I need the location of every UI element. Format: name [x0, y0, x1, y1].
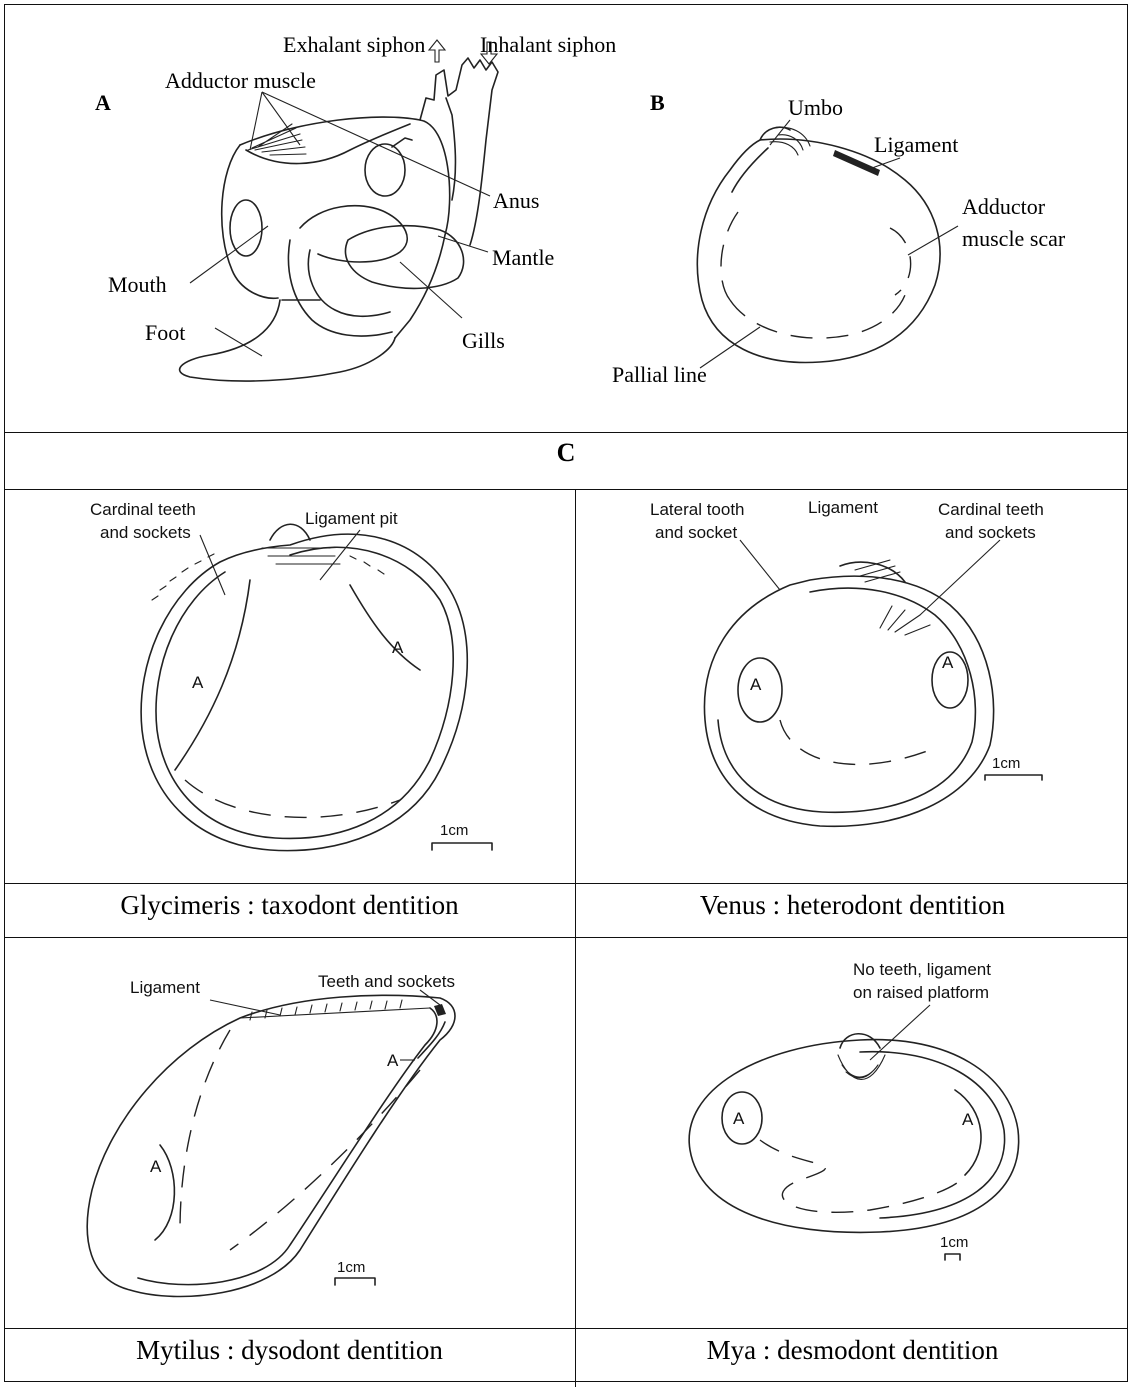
mya-a-right: A [962, 1110, 974, 1129]
venus-label-lateral-1: Lateral tooth [650, 500, 745, 519]
mytilus-caption: Mytilus : dysodont dentition [4, 1335, 575, 1366]
label-ligament-b: Ligament [874, 132, 958, 157]
venus-a-left: A [750, 675, 762, 694]
venus-label-lateral-2: and socket [655, 523, 737, 542]
glycimeris-label-cardinal-2: and sockets [100, 523, 191, 542]
panel-a-letter: A [95, 90, 111, 115]
label-umbo: Umbo [788, 95, 843, 120]
label-adductor-muscle: Adductor muscle [165, 68, 316, 93]
mya-a-left: A [733, 1109, 745, 1128]
venus-a-right: A [942, 653, 954, 672]
glycimeris-caption: Glycimeris : taxodont dentition [4, 890, 575, 921]
mytilus-scale: 1cm [337, 1259, 365, 1276]
mya-caption: Mya : desmodont dentition [577, 1335, 1128, 1366]
glycimeris-label-ligament-pit: Ligament pit [305, 509, 398, 528]
panel-b-letter: B [650, 90, 665, 115]
mya-illustration [689, 1005, 1018, 1260]
mytilus-a-lower: A [150, 1157, 162, 1176]
label-mantle: Mantle [492, 245, 554, 270]
venus-scale: 1cm [992, 755, 1020, 772]
glycimeris-scale: 1cm [440, 822, 468, 839]
mytilus-a-upper: A [387, 1051, 399, 1070]
venus-label-ligament: Ligament [808, 498, 878, 517]
mytilus-label-ligament: Ligament [130, 978, 200, 997]
venus-label-cardinal-2: and sockets [945, 523, 1036, 542]
label-anus: Anus [493, 188, 539, 213]
mytilus-illustration [87, 990, 455, 1297]
label-adductor-scar-2: muscle scar [962, 226, 1066, 251]
label-gills: Gills [462, 328, 505, 353]
mya-scale: 1cm [940, 1234, 968, 1251]
label-mouth: Mouth [108, 272, 167, 297]
label-inhalant-siphon: Inhalant siphon [480, 32, 616, 57]
venus-label-cardinal-1: Cardinal teeth [938, 500, 1044, 519]
venus-caption: Venus : heterodont dentition [577, 890, 1128, 921]
glycimeris-label-cardinal-1: Cardinal teeth [90, 500, 196, 519]
glycimeris-a-right: A [392, 638, 404, 657]
label-pallial-line: Pallial line [612, 362, 707, 387]
mytilus-label-teeth: Teeth and sockets [318, 972, 455, 991]
label-adductor-scar-1: Adductor [962, 194, 1046, 219]
glycimeris-a-left: A [192, 673, 204, 692]
mya-label-1: No teeth, ligament [853, 960, 991, 979]
mya-label-2: on raised platform [853, 983, 989, 1002]
panel-b-illustration [697, 120, 958, 368]
label-foot: Foot [145, 320, 185, 345]
label-exhalant-siphon: Exhalant siphon [283, 32, 425, 57]
